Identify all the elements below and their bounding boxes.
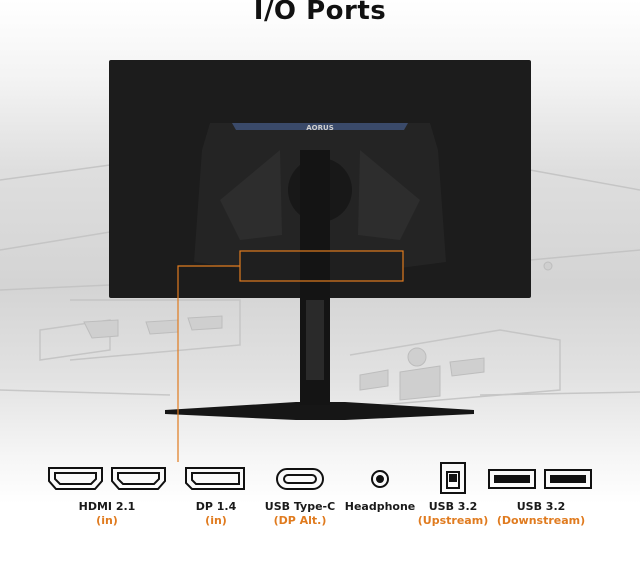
port-direction: (in) bbox=[205, 514, 227, 527]
headphone-jack-icon bbox=[371, 470, 389, 488]
port-name: USB Type-C bbox=[264, 500, 336, 513]
stand-base bbox=[165, 402, 474, 420]
port-name: DP 1.4 bbox=[195, 500, 237, 513]
port-direction: (Upstream) bbox=[417, 514, 489, 527]
brand-logo: AORUS bbox=[306, 124, 333, 132]
port-name: USB 3.2 bbox=[428, 500, 478, 513]
usb-c-icon bbox=[276, 468, 324, 490]
usb-a-icon bbox=[544, 469, 592, 489]
displayport-icon bbox=[185, 467, 245, 490]
page-title: I/O Ports bbox=[253, 0, 387, 26]
port-label-usb-c: USB Type-C (DP Alt.) bbox=[250, 500, 350, 528]
port-label-headphone: Headphone bbox=[330, 500, 430, 514]
port-name: USB 3.2 bbox=[516, 500, 566, 513]
port-label-usb-downstream: USB 3.2 (Downstream) bbox=[491, 500, 591, 528]
port-label-displayport: DP 1.4 (in) bbox=[166, 500, 266, 528]
port-direction: (Downstream) bbox=[496, 514, 586, 527]
io-callout-line bbox=[177, 265, 240, 462]
port-direction: (DP Alt.) bbox=[273, 514, 327, 527]
usb-b-icon bbox=[440, 462, 466, 494]
port-label-usb-upstream: USB 3.2 (Upstream) bbox=[403, 500, 503, 528]
port-label-hdmi: HDMI 2.1 (in) bbox=[57, 500, 157, 528]
port-name: HDMI 2.1 bbox=[78, 500, 136, 513]
port-name: Headphone bbox=[344, 500, 416, 513]
usb-a-icon bbox=[488, 469, 536, 489]
port-direction: (in) bbox=[96, 514, 118, 527]
hdmi-icon bbox=[48, 467, 103, 490]
hdmi-icon bbox=[111, 467, 166, 490]
